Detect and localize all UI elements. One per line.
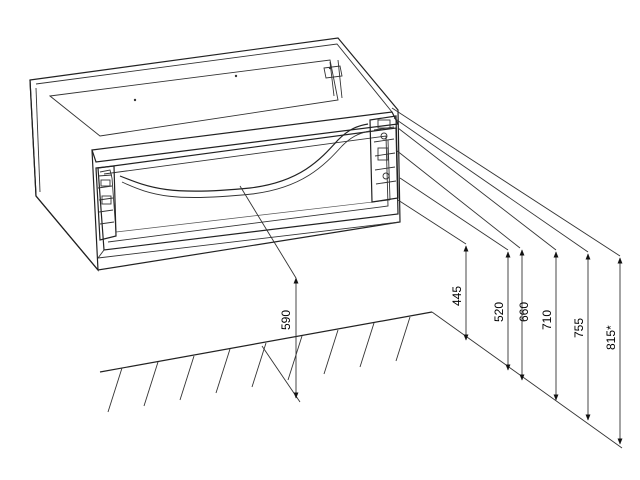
dimension-660: 660 — [517, 249, 531, 381]
dimension-label-755: 755 — [572, 318, 586, 338]
drawer — [111, 123, 391, 233]
dimension-590: 590 — [279, 277, 299, 399]
dimension-815: 815* — [604, 257, 623, 445]
dimension-label-445: 445 — [450, 286, 464, 306]
floor-line — [99, 311, 433, 373]
dimension-445: 445 — [450, 245, 469, 341]
floor-hatching — [99, 185, 433, 413]
cabinet-front-opening — [97, 127, 399, 251]
dimension-label-590: 590 — [279, 310, 293, 330]
dimension-710: 710 — [540, 251, 559, 401]
cabinet-top-panel — [29, 37, 401, 271]
dimension-label-520: 520 — [492, 302, 506, 322]
left-drawer-slide — [95, 165, 117, 241]
reference-lines — [391, 107, 623, 449]
dimension-755: 755 — [572, 253, 591, 421]
cabinet — [29, 37, 401, 272]
cabinet-left-side — [29, 79, 99, 272]
drawer-curve-cutout — [119, 123, 369, 192]
dimension-label-710: 710 — [540, 310, 554, 330]
dimension-520: 520 — [492, 251, 511, 371]
dimension-label-660: 660 — [517, 302, 531, 322]
dimension-label-815: 815* — [604, 325, 618, 350]
right-drawer-slide — [369, 115, 399, 203]
